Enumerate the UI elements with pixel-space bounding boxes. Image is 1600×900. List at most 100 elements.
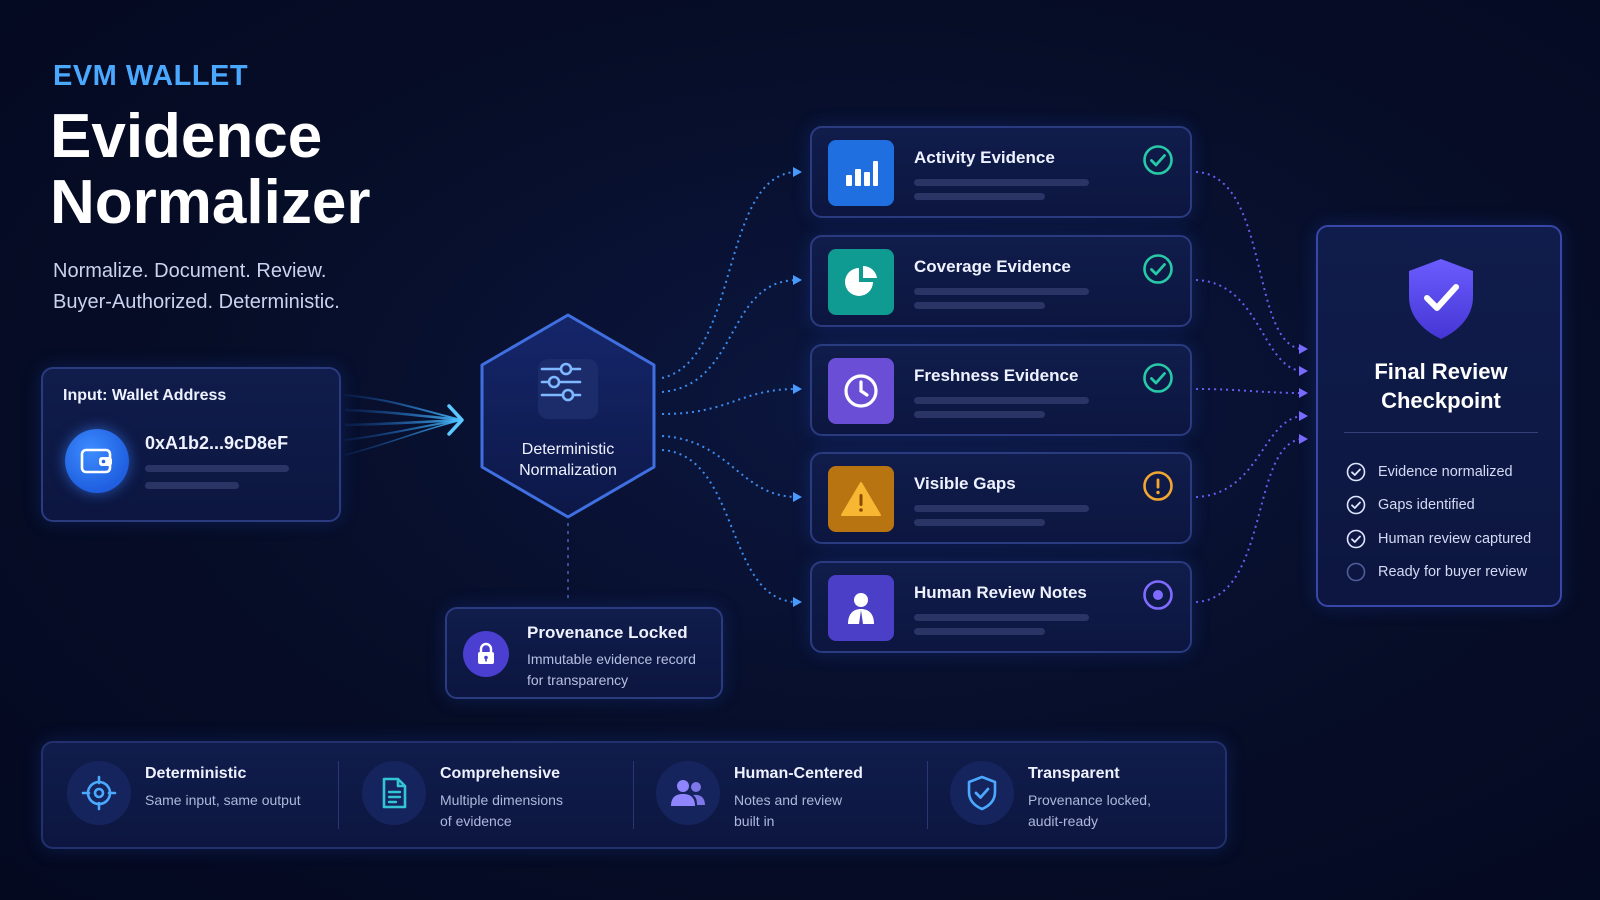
provenance-description: Immutable evidence record for transparen… [527, 649, 717, 691]
page-title-line2: Normalizer [50, 168, 371, 237]
feature-desc-line2: audit-ready [1028, 813, 1099, 829]
feature-description: Notes and review built in [734, 790, 914, 832]
pie-chart-icon [828, 249, 894, 315]
sliders-icon [538, 359, 598, 419]
target-icon [67, 761, 131, 825]
check-circle-icon [1143, 254, 1173, 284]
checklist: Evidence normalized Gaps identified Huma… [1346, 455, 1531, 589]
checklist-item: Human review captured [1346, 522, 1531, 556]
check-circle-icon [1346, 462, 1366, 482]
feature-deterministic: Deterministic Same input, same output [43, 743, 333, 847]
feature-description: Multiple dimensions of evidence [440, 790, 620, 832]
final-title-line1: Final Review [1374, 359, 1508, 384]
placeholder-bar [914, 614, 1089, 621]
wallet-input-label: Input: Wallet Address [63, 387, 227, 404]
provenance-card: Provenance Locked Immutable evidence rec… [445, 607, 723, 699]
users-icon [656, 761, 720, 825]
feature-desc-line2: built in [734, 813, 775, 829]
feature-title: Human-Centered [734, 765, 863, 782]
subtitle-line2: Buyer-Authorized. Deterministic. [53, 291, 340, 313]
feature-title: Comprehensive [440, 765, 561, 782]
wallet-address-value[interactable]: 0xA1b2...9cD8eF [145, 433, 289, 453]
evidence-title: Activity Evidence [914, 148, 1055, 167]
hub-label: Deterministic Normalization [476, 439, 660, 481]
evidence-title: Human Review Notes [914, 583, 1087, 602]
empty-circle-icon [1346, 562, 1366, 582]
divider [927, 761, 928, 829]
bar-chart-icon [828, 140, 894, 206]
evidence-card-human-review[interactable]: Human Review Notes [810, 561, 1192, 653]
checklist-label: Evidence normalized [1378, 463, 1513, 480]
pending-dot-icon [1143, 580, 1173, 610]
provenance-desc-line1: Immutable evidence record [527, 651, 696, 667]
placeholder-bar [914, 288, 1089, 295]
feature-desc-line2: of evidence [440, 813, 512, 829]
divider [338, 761, 339, 829]
shield-icon [950, 761, 1014, 825]
evidence-title: Freshness Evidence [914, 366, 1079, 385]
placeholder-bar [914, 411, 1045, 418]
provenance-desc-line2: for transparency [527, 672, 629, 688]
evidence-title: Coverage Evidence [914, 257, 1071, 276]
placeholder-bar [145, 482, 239, 489]
feature-human-centered: Human-Centered Notes and review built in [632, 743, 922, 847]
page-subtitle: Normalize. Document. Review. Buyer-Autho… [53, 256, 340, 318]
feature-desc-line1: Same input, same output [145, 792, 301, 808]
divider [1344, 432, 1538, 433]
evidence-title: Visible Gaps [914, 474, 1016, 493]
divider [633, 761, 634, 829]
wallet-input-card[interactable]: Input: Wallet Address 0xA1b2...9cD8eF [41, 367, 341, 522]
subtitle-line1: Normalize. Document. Review. [53, 260, 327, 282]
feature-desc-line1: Provenance locked, [1028, 792, 1151, 808]
checklist-item: Ready for buyer review [1346, 556, 1531, 590]
shield-check-icon [1409, 259, 1473, 339]
feature-title: Deterministic [145, 765, 247, 782]
feature-description: Same input, same output [145, 790, 325, 811]
feature-description: Provenance locked, audit-ready [1028, 790, 1208, 832]
placeholder-bar [914, 628, 1045, 635]
hub-label-line1: Deterministic [521, 441, 615, 458]
final-review-card: Final Review Checkpoint Evidence normali… [1316, 225, 1562, 607]
clock-icon [828, 358, 894, 424]
final-title-line2: Checkpoint [1381, 388, 1501, 413]
document-icon [362, 761, 426, 825]
hub-label-line2: Normalization [519, 462, 617, 479]
check-circle-icon [1346, 495, 1366, 515]
page-title-line1: Evidence [50, 102, 323, 171]
person-icon [828, 575, 894, 641]
checklist-label: Ready for buyer review [1378, 564, 1528, 581]
header-kicker: EVM WALLET [53, 60, 249, 92]
evidence-card-gaps[interactable]: Visible Gaps [810, 452, 1192, 544]
placeholder-bar [914, 505, 1089, 512]
evidence-card-freshness[interactable]: Freshness Evidence [810, 344, 1192, 436]
alert-circle-icon [1143, 471, 1173, 501]
lock-icon [463, 631, 509, 677]
evidence-card-activity[interactable]: Activity Evidence [810, 126, 1192, 218]
check-circle-icon [1346, 529, 1366, 549]
evidence-card-coverage[interactable]: Coverage Evidence [810, 235, 1192, 327]
provenance-title: Provenance Locked [527, 623, 688, 642]
feature-desc-line1: Multiple dimensions [440, 792, 563, 808]
final-review-title: Final Review Checkpoint [1318, 357, 1564, 415]
feature-desc-line1: Notes and review [734, 792, 843, 808]
check-circle-icon [1143, 145, 1173, 175]
checklist-label: Human review captured [1378, 530, 1532, 547]
placeholder-bar [914, 519, 1045, 526]
checklist-item: Gaps identified [1346, 489, 1531, 523]
check-circle-icon [1143, 363, 1173, 393]
checklist-label: Gaps identified [1378, 497, 1475, 514]
page-title: Evidence Normalizer [50, 104, 370, 236]
checklist-item: Evidence normalized [1346, 455, 1531, 489]
feature-comprehensive: Comprehensive Multiple dimensions of evi… [338, 743, 628, 847]
placeholder-bar [914, 397, 1089, 404]
warning-icon [828, 466, 894, 532]
features-bar: Deterministic Same input, same output Co… [41, 741, 1227, 849]
placeholder-bar [145, 465, 289, 472]
placeholder-bar [914, 302, 1045, 309]
placeholder-bar [914, 179, 1089, 186]
normalization-hub: Deterministic Normalization [476, 311, 660, 521]
feature-title: Transparent [1028, 765, 1120, 782]
placeholder-bar [914, 193, 1045, 200]
feature-transparent: Transparent Provenance locked, audit-rea… [926, 743, 1216, 847]
wallet-icon [65, 429, 129, 493]
